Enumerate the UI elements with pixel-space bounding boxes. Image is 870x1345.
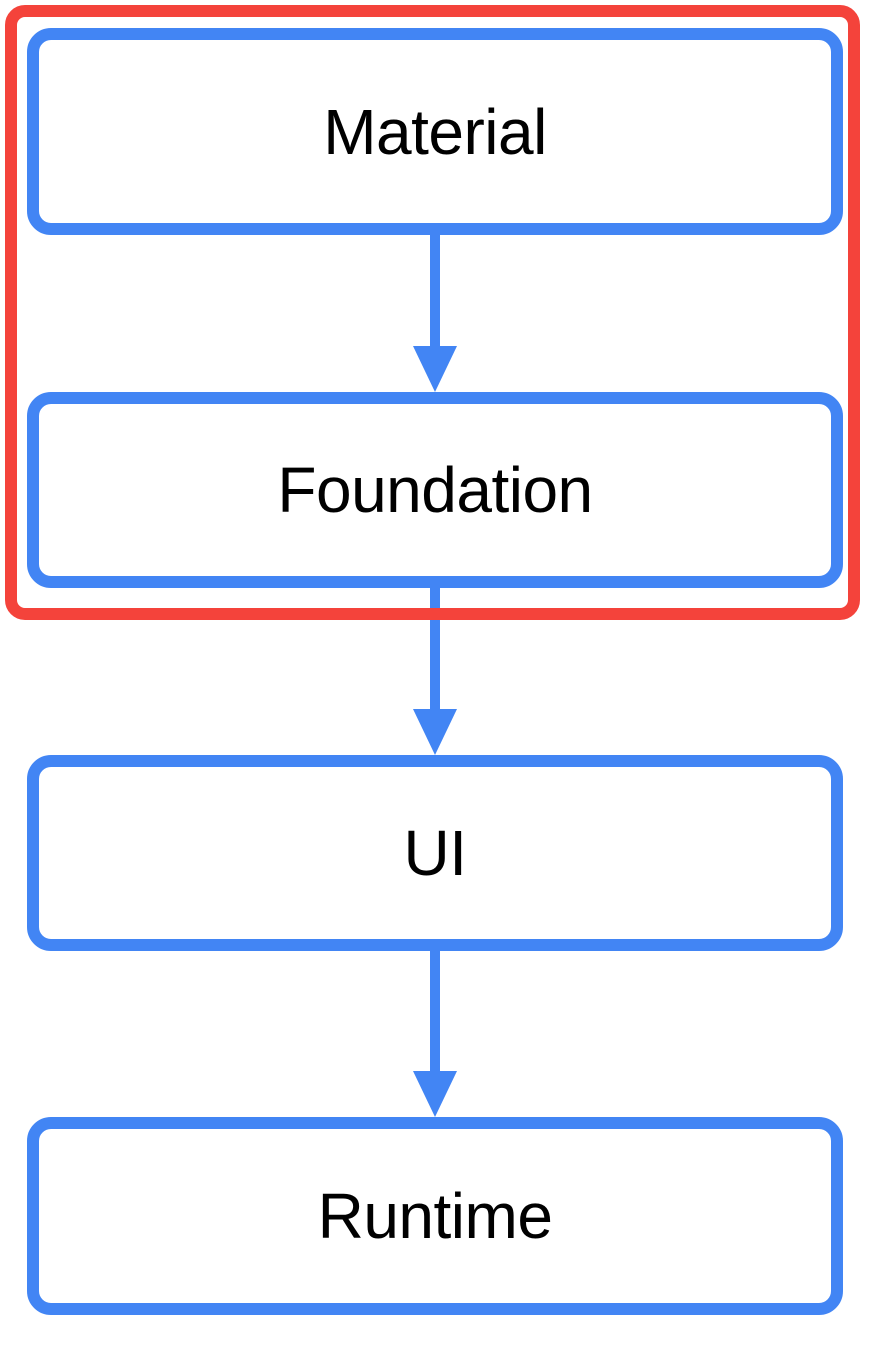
arrow-down-icon-foundation-to-ui [413, 587, 457, 755]
node-runtime[interactable]: Runtime [27, 1117, 843, 1315]
node-foundation[interactable]: Foundation [27, 392, 843, 588]
arrow-down-icon-material-to-foundation [413, 235, 457, 392]
node-label-material: Material [323, 95, 547, 168]
node-ui[interactable]: UI [27, 755, 843, 951]
arrow-down-icon-ui-to-runtime [413, 950, 457, 1117]
node-label-ui: UI [403, 817, 468, 889]
node-material[interactable]: Material [27, 28, 843, 235]
node-label-foundation: Foundation [277, 454, 593, 526]
node-label-runtime: Runtime [317, 1180, 553, 1252]
